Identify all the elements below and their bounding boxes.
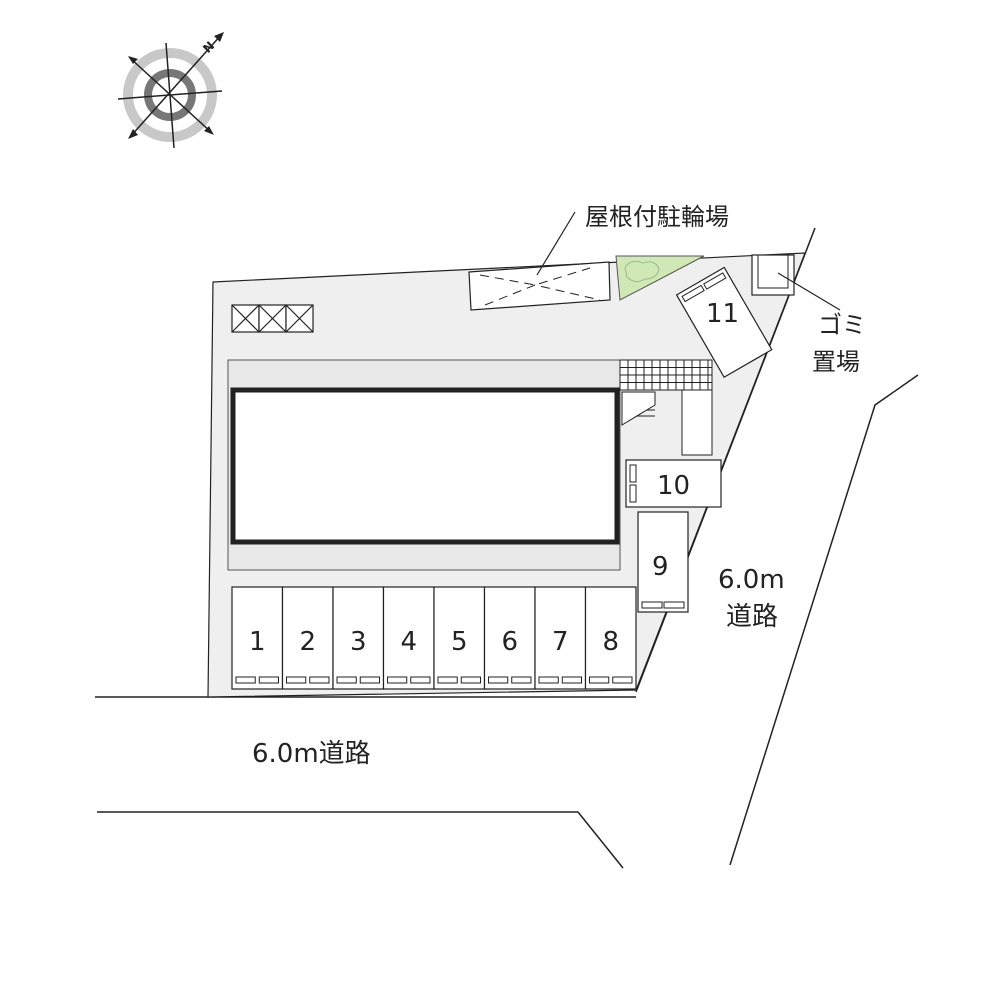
wheel-stop [336, 676, 357, 684]
road-bottom-label: 6.0m道路 [252, 739, 371, 769]
bike-shelter-label: 屋根付駐輪場 [585, 203, 729, 231]
parking-space-outline [483, 586, 536, 690]
parking-space-label: 1 [249, 627, 266, 657]
parking-space-outline [382, 586, 435, 690]
wheel-stop [258, 676, 279, 684]
building [230, 387, 620, 545]
parking-space-label: 8 [602, 627, 619, 657]
wheel-stop [309, 676, 330, 684]
garbage-area [751, 254, 841, 311]
parking-space-1[interactable]: 1 [231, 586, 284, 690]
wheel-stop [460, 676, 481, 684]
parking-space-label: 5 [451, 627, 468, 657]
road-right-label-1: 6.0m [718, 565, 785, 595]
wheel-stop [359, 676, 380, 684]
wheel-stop [612, 676, 633, 684]
wheel-stop [286, 676, 307, 684]
wheel-stop [561, 676, 582, 684]
wheel-stop [235, 676, 256, 684]
wheel-stop [410, 676, 431, 684]
wheel-stop [488, 676, 509, 684]
parking-space-outline [332, 586, 385, 690]
parking-space-7[interactable]: 7 [534, 586, 587, 690]
parking-space-5[interactable]: 5 [433, 586, 486, 690]
parking-space-10[interactable] [625, 459, 722, 508]
garbage-label-2: 置場 [812, 348, 860, 376]
parking-space-label: 2 [299, 627, 316, 657]
wheel-stop [589, 676, 610, 684]
parking-space-label: 7 [552, 627, 569, 657]
parking-space-8[interactable]: 8 [584, 586, 637, 690]
parking-space-outline [584, 586, 637, 690]
stairs [619, 359, 713, 456]
green-area [615, 255, 705, 301]
parking-space-6[interactable]: 6 [483, 586, 536, 690]
parking-space-11[interactable] [675, 266, 773, 379]
parking-row: 1 2 3 4 5 6 7 8 [231, 586, 637, 690]
parking-space-2[interactable]: 2 [281, 586, 334, 690]
parking-space-4[interactable]: 4 [382, 586, 435, 690]
wheel-stop [437, 676, 458, 684]
parking-space-label: 4 [400, 627, 417, 657]
garbage-label-1: ゴミ [818, 311, 866, 339]
parking-space-3[interactable]: 3 [332, 586, 385, 690]
parking-space-label: 6 [501, 627, 518, 657]
parking-space-outline [433, 586, 486, 690]
compass-rose-icon: N [117, 32, 224, 149]
wheel-stop [387, 676, 408, 684]
space-11-label: 11 [706, 299, 739, 329]
bike-shelter [468, 211, 611, 311]
wheel-stop [538, 676, 559, 684]
space-9-label: 9 [652, 552, 669, 582]
utility-boxes [231, 304, 314, 333]
parking-space-label: 3 [350, 627, 367, 657]
wheel-stop [511, 676, 532, 684]
road-right-label-2: 道路 [726, 602, 778, 632]
parking-space-9[interactable] [637, 511, 689, 613]
space-10-label: 10 [657, 471, 690, 501]
